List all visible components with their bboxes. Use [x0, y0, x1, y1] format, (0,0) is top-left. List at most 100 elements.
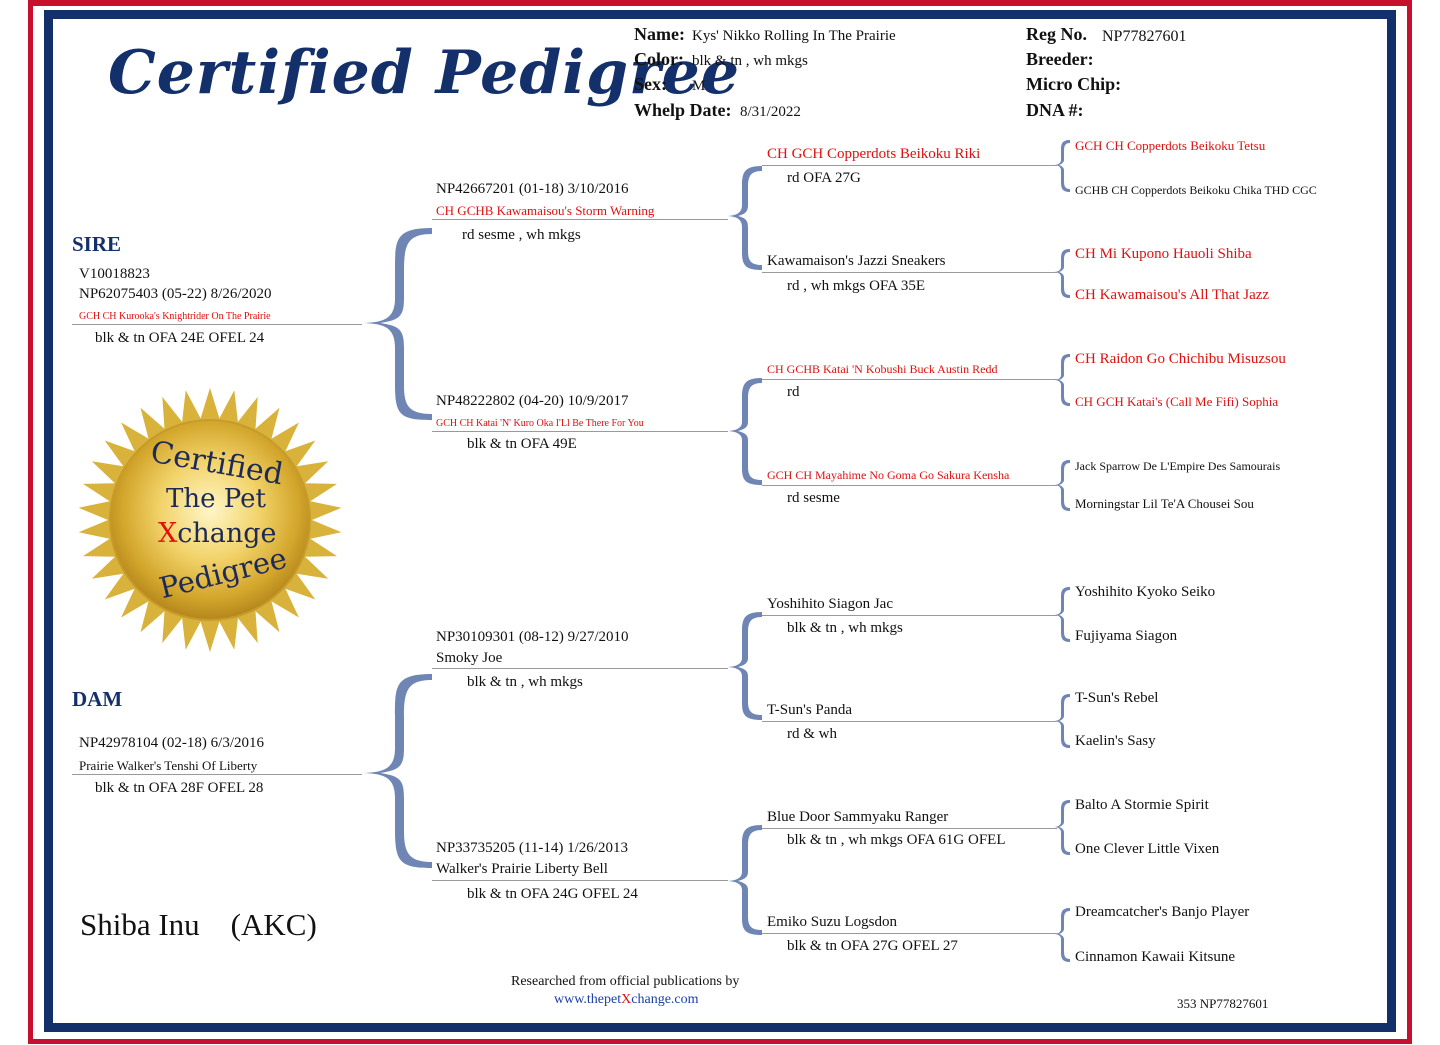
g4-12: Kaelin's Sasy — [1075, 733, 1156, 749]
dd-reg: NP33735205 (11-14) 1/26/2013 — [436, 840, 628, 856]
ss-name: CH GCHB Kawamaisou's Storm Warning — [436, 203, 655, 218]
g3-color-3: rd — [787, 384, 800, 400]
breed-label: Shiba Inu (AKC) — [80, 907, 317, 942]
g4-15: Dreamcatcher's Banjo Player — [1075, 904, 1250, 920]
ss-reg: NP42667201 (01-18) 3/10/2016 — [436, 181, 629, 197]
g3-color-4: rd sesme — [787, 490, 840, 506]
g3-rule-3 — [762, 379, 1057, 380]
researched-text: Researched from official publications by — [511, 974, 740, 989]
dam-color: blk & tn OFA 28F OFEL 28 — [95, 780, 264, 796]
website-link[interactable]: www.thepetXchange.com — [554, 992, 699, 1008]
g4-10: Fujiyama Siagon — [1075, 628, 1178, 644]
dd-rule — [432, 880, 728, 881]
ds-rule — [432, 668, 728, 669]
g3-color-2: rd , wh mkgs OFA 35E — [787, 278, 926, 294]
g4-8: Morningstar Lil Te'A Chousei Sou — [1075, 496, 1254, 511]
dna-label: DNA #: — [1026, 100, 1084, 120]
seal-x: X — [158, 518, 178, 549]
breeder-label: Breeder: — [1026, 49, 1094, 69]
g3-name-4: GCH CH Mayahime No Goma Go Sakura Kensha — [767, 468, 1010, 482]
certificate-code: 353 NP77827601 — [1177, 996, 1269, 1011]
dd-color: blk & tn OFA 24G OFEL 24 — [467, 886, 638, 902]
whelp-date-value: 8/31/2022 — [740, 104, 801, 120]
site-part-a: www.thepet — [554, 992, 622, 1007]
sire-reg-2: NP62075403 (05-22) 8/26/2020 — [79, 286, 272, 302]
sd-color: blk & tn OFA 49E — [467, 436, 577, 452]
g3-name-6: T-Sun's Panda — [767, 702, 853, 718]
site-part-b: change.com — [631, 992, 699, 1007]
sex-value: M — [692, 78, 706, 94]
g3-name-7: Blue Door Sammyaku Ranger — [767, 809, 949, 825]
sd-name: GCH CH Katai 'N' Kuro Oka I'Ll Be There … — [436, 418, 644, 429]
g3-color-1: rd OFA 27G — [787, 170, 861, 186]
reg-no-label: Reg No. — [1026, 24, 1087, 44]
certificate-title: Certified Pedigree — [108, 38, 741, 108]
g4-7: Jack Sparrow De L'Empire Des Samourais — [1075, 459, 1281, 473]
inner-border — [44, 10, 1396, 1032]
g3-color-6: rd & wh — [787, 726, 837, 742]
g4-1: GCH CH Copperdots Beikoku Tetsu — [1075, 138, 1266, 153]
seal-line-2: The Pet — [166, 484, 266, 514]
g3-name-2: Kawamaison's Jazzi Sneakers — [767, 253, 946, 269]
seal-line-3: Xchange — [158, 518, 277, 549]
certified-seal — [78, 388, 342, 652]
g4-16: Cinnamon Kawaii Kitsune — [1075, 949, 1235, 965]
g4-5: CH Raidon Go Chichibu Misuzsou — [1075, 351, 1286, 367]
g4-3: CH Mi Kupono Hauoli Shiba — [1075, 246, 1252, 262]
dam-rule — [72, 774, 362, 775]
g4-13: Balto A Stormie Spirit — [1075, 797, 1209, 813]
color-value: blk & tn , wh mkgs — [692, 53, 808, 69]
color-label: Color: — [634, 49, 684, 69]
micro-chip-label: Micro Chip: — [1026, 74, 1122, 94]
g3-rule-5 — [762, 615, 1057, 616]
g3-name-1: CH GCH Copperdots Beikoku Riki — [767, 146, 981, 162]
site-part-x: X — [621, 992, 632, 1007]
g3-color-8: blk & tn OFA 27G OFEL 27 — [787, 938, 958, 954]
sire-color: blk & tn OFA 24E OFEL 24 — [95, 330, 265, 346]
seal-change: change — [177, 518, 277, 549]
outer-border — [28, 0, 1412, 1044]
ds-color: blk & tn , wh mkgs — [467, 674, 583, 690]
dam-heading: DAM — [72, 687, 123, 711]
sd-rule — [432, 431, 728, 432]
g3-color-5: blk & tn , wh mkgs — [787, 620, 903, 636]
sire-rule — [72, 324, 362, 325]
g3-name-8: Emiko Suzu Logsdon — [767, 914, 897, 930]
g4-14: One Clever Little Vixen — [1075, 841, 1220, 857]
bracket-ss — [726, 166, 762, 270]
bracket-ds — [726, 612, 762, 720]
dam-reg: NP42978104 (02-18) 6/3/2016 — [79, 735, 264, 751]
name-label: Name: — [634, 24, 685, 44]
g3-name-3: CH GCHB Katai 'N Kobushi Buck Austin Red… — [767, 362, 998, 376]
sd-reg: NP48222802 (04-20) 10/9/2017 — [436, 393, 629, 409]
g4-9: Yoshihito Kyoko Seiko — [1075, 584, 1216, 600]
sire-bracket — [360, 228, 432, 420]
g4-6: CH GCH Katai's (Call Me Fifi) Sophia — [1075, 394, 1279, 409]
g3-rule-4 — [762, 485, 1057, 486]
sire-reg-1: V10018823 — [79, 266, 150, 282]
reg-no-value: NP77827601 — [1102, 28, 1187, 45]
g3-rule-8 — [762, 933, 1057, 934]
name-value: Kys' Nikko Rolling In The Prairie — [692, 28, 896, 44]
ss-color: rd sesme , wh mkgs — [462, 227, 581, 243]
bracket-sd — [726, 378, 762, 485]
ds-name: Smoky Joe — [436, 650, 503, 666]
g3-rule-2 — [762, 272, 1057, 273]
g4-4: CH Kawamaisou's All That Jazz — [1075, 287, 1270, 303]
g3-color-7: blk & tn , wh mkgs OFA 61G OFEL — [787, 832, 1006, 848]
bracket-dd — [726, 825, 762, 935]
ss-rule — [432, 219, 728, 220]
sire-heading: SIRE — [72, 232, 122, 256]
g4-2: GCHB CH Copperdots Beikoku Chika THD CGC — [1075, 183, 1317, 197]
sire-name: GCH CH Kurooka's Knightrider On The Prai… — [79, 311, 271, 322]
g3-rule-7 — [762, 828, 1057, 829]
g3-rule-1 — [762, 165, 1057, 166]
sex-label: Sex: — [634, 74, 667, 94]
ds-reg: NP30109301 (08-12) 9/27/2010 — [436, 629, 629, 645]
dam-bracket — [360, 674, 432, 868]
dd-name: Walker's Prairie Liberty Bell — [436, 861, 608, 877]
gen4-brackets — [1054, 140, 1070, 962]
g4-11: T-Sun's Rebel — [1075, 690, 1159, 706]
g3-name-5: Yoshihito Siagon Jac — [767, 596, 893, 612]
